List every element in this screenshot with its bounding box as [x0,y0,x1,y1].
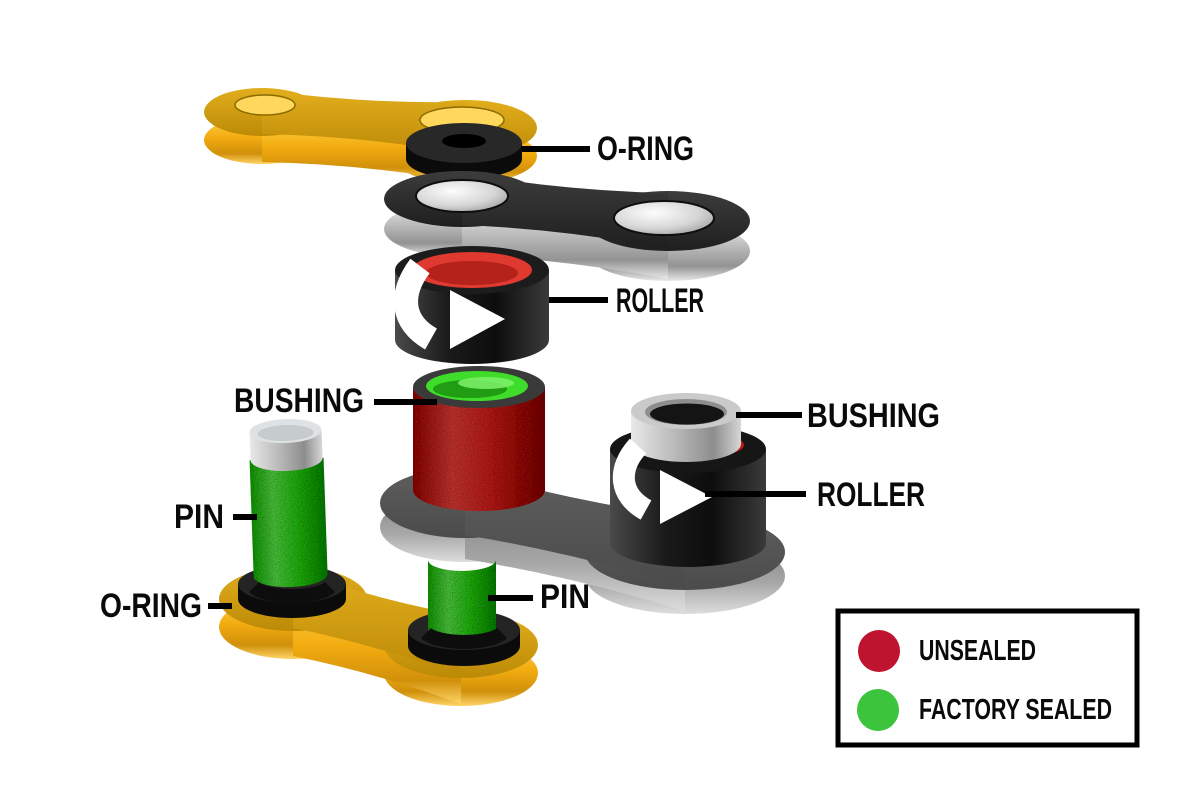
pin-middle-part [428,560,496,643]
legend-swatch-unsealed [858,630,900,672]
label-bushing-right: BUSHING [807,397,940,435]
o-ring-bottom-left-front-lip [249,581,335,603]
o-ring-top [406,123,522,179]
bushing-gray [631,393,741,462]
label-roller-right: ROLLER [817,476,925,514]
o-ring-bottom-right-front-lip [421,627,507,649]
legend-swatch-factory-sealed [857,689,899,731]
label-roller-top: ROLLER [616,282,704,320]
silver-plate-hole-left [415,179,509,213]
legend: UNSEALED FACTORY SEALED [835,608,1140,748]
legend-label-factory-sealed: FACTORY SEALED [919,694,1112,726]
legend-label-unsealed: UNSEALED [919,635,1036,667]
rotation-arrow-icon [612,438,712,524]
label-pin-middle: PIN [540,578,590,616]
bushing-gray-hole [650,403,724,425]
label-bushing-left: BUSHING [234,382,364,420]
label-oring-top: O-RING [597,130,694,168]
silver-plate-hole-right [613,200,715,236]
bushing-red [413,366,545,511]
top-plate-hole-left [234,94,296,116]
top-silver-plate [384,171,750,281]
rotation-arrow-icon [394,258,505,350]
label-pin-left: PIN [174,498,224,536]
pin-left-part [249,418,328,588]
label-oring-bottom: O-RING [100,587,202,625]
roller-top-part [394,246,549,364]
